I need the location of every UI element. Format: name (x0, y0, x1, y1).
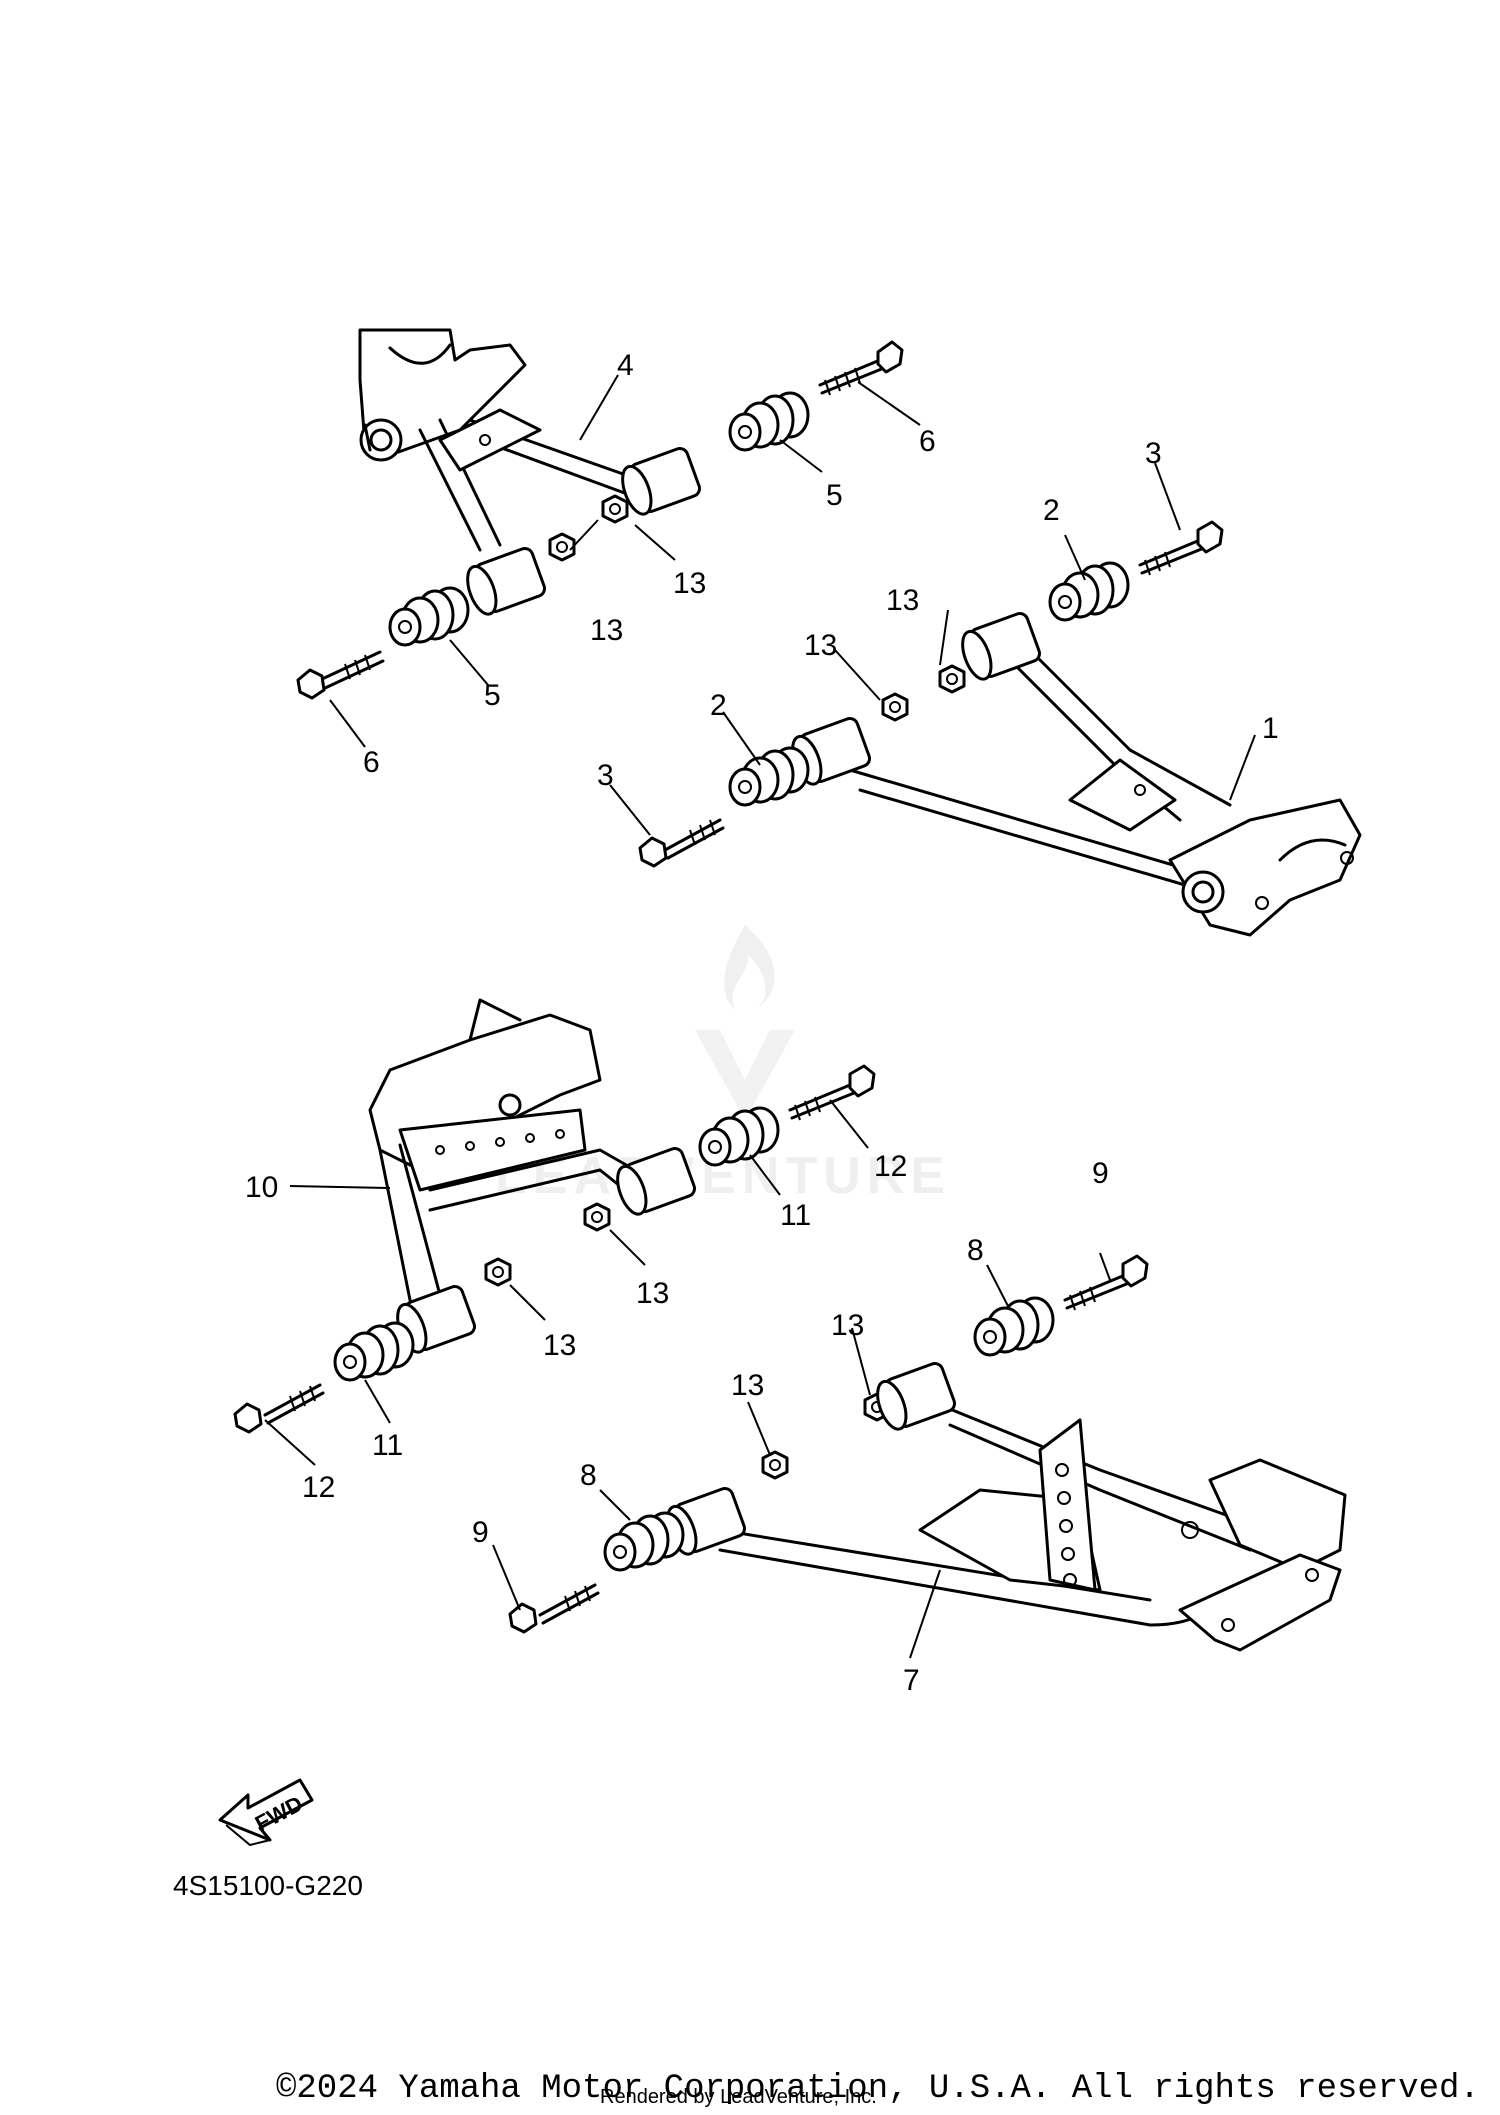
part-4-upper-arm (358, 328, 701, 616)
callout-13: 13 (804, 629, 837, 662)
part-2-bushing-upper (1048, 561, 1130, 622)
callout-13: 13 (886, 584, 919, 617)
part-5-bushing-lower (388, 586, 470, 647)
callout-13: 13 (636, 1277, 669, 1310)
part-2-bushing-lower (728, 746, 810, 807)
callout-10: 10 (245, 1171, 278, 1204)
part-12-bolt-upper (788, 1064, 876, 1121)
callout-5: 5 (484, 679, 501, 712)
callout-13: 13 (590, 614, 623, 647)
callout-9: 9 (1092, 1157, 1109, 1190)
callout-13: 13 (831, 1309, 864, 1342)
callout-3: 3 (597, 759, 614, 792)
part-9-bolt-lower (508, 1583, 600, 1634)
callout-4: 4 (617, 349, 634, 382)
part-5-bushing-upper (728, 391, 810, 452)
part-11-bushing-upper (698, 1106, 780, 1167)
callout-12: 12 (874, 1150, 907, 1183)
copyright-notice: ©2024 Yamaha Motor Corporation, U.S.A. A… (276, 2070, 1480, 2108)
part-12-bolt-lower (233, 1383, 325, 1434)
part-3-bolt-lower (638, 818, 725, 868)
callout-13: 13 (731, 1369, 764, 1402)
callout-13: 13 (543, 1329, 576, 1362)
callout-labels: 1 2 2 3 3 4 5 5 6 6 7 8 8 9 9 10 11 11 1… (245, 349, 1279, 1697)
callout-2: 2 (710, 689, 727, 722)
callout-6: 6 (919, 425, 936, 458)
diagram-code: 4S15100-G220 (173, 1870, 363, 1901)
part-11-bushing-lower (333, 1321, 415, 1382)
fwd-arrow-icon: FWD (218, 1778, 314, 1847)
callout-8: 8 (580, 1459, 597, 1492)
callout-9: 9 (472, 1516, 489, 1549)
part-6-bolt-upper (818, 340, 904, 396)
part-13-nut-f (484, 1257, 512, 1287)
part-13-nut-a (601, 494, 629, 524)
part-1-upper-arm (791, 612, 1362, 937)
callout-8: 8 (967, 1234, 984, 1267)
part-9-bolt-upper (1063, 1254, 1149, 1311)
callout-3: 3 (1145, 437, 1162, 470)
part-3-bolt-upper (1138, 520, 1224, 576)
callout-7: 7 (903, 1664, 920, 1697)
callout-11: 11 (372, 1429, 403, 1462)
rendered-by-notice: Rendered by LeadVenture, Inc. (600, 2086, 877, 2108)
callout-6: 6 (363, 746, 380, 779)
callout-11: 11 (780, 1199, 811, 1232)
part-7-lower-arm (666, 1362, 1347, 1652)
part-13-nut-h (761, 1450, 789, 1480)
part-13-nut-c (938, 664, 966, 694)
part-10-lower-arm (368, 998, 696, 1354)
part-8-bushing-lower (603, 1511, 685, 1572)
callout-13: 13 (673, 567, 706, 600)
callout-2: 2 (1043, 494, 1060, 527)
callout-1: 1 (1262, 712, 1279, 745)
callout-12: 12 (302, 1471, 335, 1504)
callout-5: 5 (826, 479, 843, 512)
part-13-nut-d (881, 692, 909, 722)
part-8-bushing-upper (973, 1296, 1055, 1357)
part-13-nut-b (548, 532, 576, 562)
part-6-bolt-lower (296, 650, 385, 700)
leader-lines (264, 374, 1256, 1659)
part-13-nut-e (583, 1202, 611, 1232)
